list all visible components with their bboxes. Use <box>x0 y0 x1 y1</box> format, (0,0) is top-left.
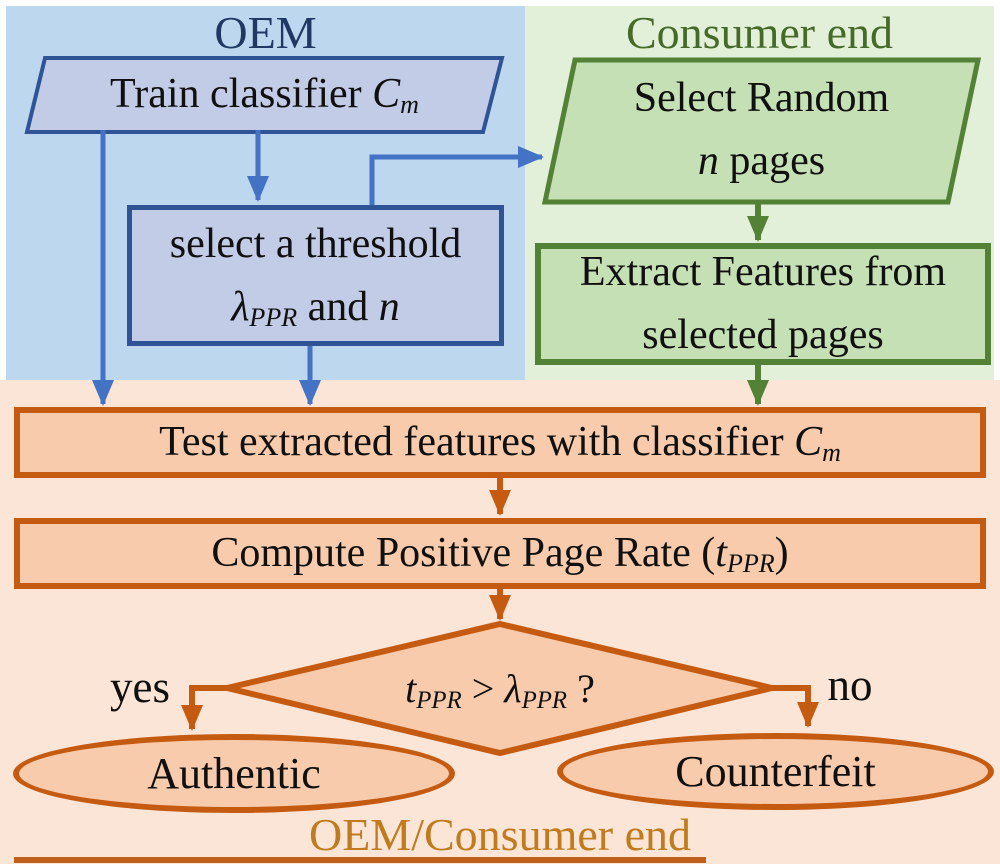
edge-decision-yes <box>181 685 227 731</box>
compute-label-sub: PPR <box>726 549 775 579</box>
select-random-n: n <box>697 138 719 184</box>
edge-label-yes: yes <box>110 662 170 713</box>
node-compute-ppr-shape <box>14 518 986 589</box>
node-counterfeit-label: Counterfeit <box>675 746 876 796</box>
node-authentic-label: Authentic <box>147 748 321 798</box>
edge-threshold-to-select-random <box>369 146 544 205</box>
decision-t: t <box>405 666 417 711</box>
select-random-line2: n pages <box>634 130 889 193</box>
test-label-sub: m <box>822 438 841 468</box>
node-decision-shape <box>226 620 773 757</box>
threshold-n: n <box>378 283 400 330</box>
extract-label-line1: Extract Features from <box>579 249 947 295</box>
train-label-sub: m <box>400 89 419 119</box>
train-label-var: C <box>372 70 401 117</box>
node-extract-features-label: Extract Features from selected pages <box>535 243 991 365</box>
node-select-threshold-label: select a threshold λPPR and n <box>127 205 504 346</box>
threshold-and-text: and <box>297 283 379 330</box>
node-decision-label: tPPR > λPPR ? <box>270 642 730 736</box>
decision-lambda: λ <box>504 666 522 711</box>
node-test-features-shape <box>14 407 986 478</box>
test-label-var: C <box>794 419 823 465</box>
compute-label-close: ) <box>774 530 789 576</box>
decision-operator: > <box>461 666 505 711</box>
region-shared-title: OEM/Consumer end <box>308 808 691 860</box>
node-compute-ppr-label: Compute Positive Page Rate (tPPR) <box>14 518 986 589</box>
select-random-pages: pages <box>718 138 826 184</box>
threshold-label-line1: select a threshold <box>169 220 462 267</box>
region-oem-title: OEM <box>214 6 317 58</box>
node-counterfeit-shape <box>557 733 994 810</box>
node-select-random-shape <box>541 57 982 205</box>
node-extract-features-shape <box>535 243 991 365</box>
threshold-lambda-sub: PPR <box>249 302 298 332</box>
node-train-classifier-shape <box>24 56 505 134</box>
extract-label-line2: selected pages <box>642 312 884 358</box>
decision-question-mark: ? <box>567 666 595 711</box>
edge-decision-no <box>772 685 819 728</box>
bottom-border-line <box>14 857 706 863</box>
decision-lambda-sub: PPR <box>521 686 568 714</box>
compute-label-text: Compute Positive Page Rate ( <box>211 530 716 576</box>
test-label-text: Test extracted features with classifier <box>159 419 795 465</box>
select-random-line1: Select Random <box>633 75 890 121</box>
node-authentic-shape <box>13 734 455 813</box>
node-select-threshold-shape <box>127 205 504 346</box>
edge-label-no: no <box>827 660 873 711</box>
region-consumer-title: Consumer end <box>625 6 893 58</box>
node-select-random-label: Select Random n pages <box>545 58 978 202</box>
threshold-label-line2: λPPR and n <box>170 276 462 339</box>
node-train-classifier-label: Train classifier Cm <box>27 56 502 132</box>
threshold-lambda: λ <box>231 283 250 330</box>
compute-label-var: t <box>715 530 727 576</box>
decision-t-sub: PPR <box>416 686 462 714</box>
train-label-text: Train classifier <box>110 70 373 117</box>
node-test-features-label: Test extracted features with classifier … <box>14 407 986 478</box>
